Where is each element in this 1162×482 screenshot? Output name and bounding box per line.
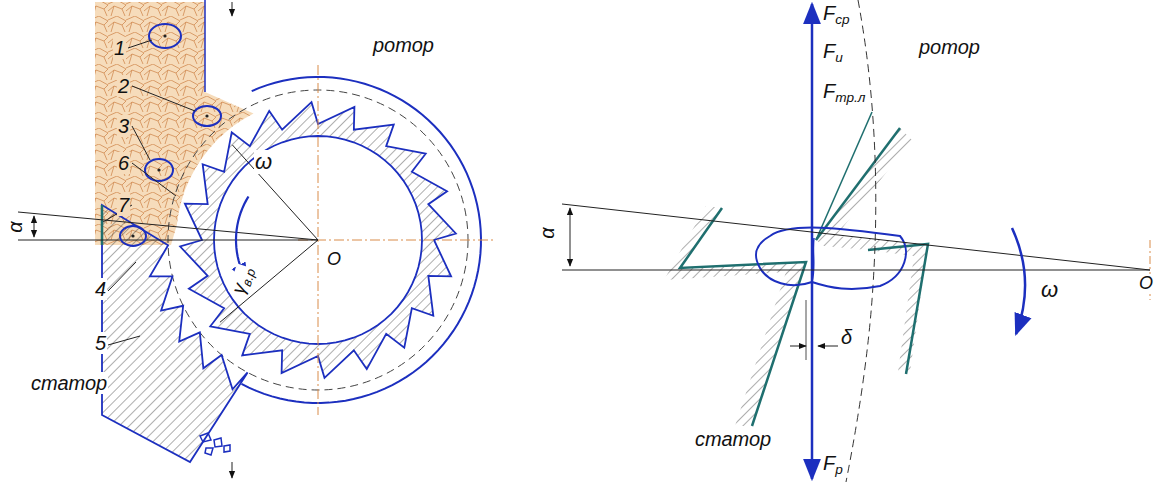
input-arrow bbox=[232, 2, 233, 16]
force-vector bbox=[811, 4, 814, 222]
particle bbox=[149, 24, 181, 48]
force-vector bbox=[811, 222, 814, 479]
callout-number: 2 bbox=[117, 75, 130, 97]
particle-center bbox=[131, 234, 134, 237]
callout-number: 6 bbox=[117, 152, 130, 174]
angle-label: α bbox=[4, 220, 26, 233]
leader-line bbox=[132, 126, 150, 160]
part-name: ротор bbox=[918, 36, 981, 58]
callout-number: 4 bbox=[94, 278, 107, 300]
crushed-fragment bbox=[205, 448, 213, 455]
angle-label: γв.р bbox=[228, 263, 257, 297]
output-arrow bbox=[232, 462, 233, 478]
crushed-fragment bbox=[224, 445, 230, 452]
leader-line bbox=[108, 262, 136, 291]
sector-line bbox=[232, 145, 318, 240]
force-label: Fи bbox=[822, 40, 844, 62]
force-label: Fср bbox=[822, 2, 851, 24]
leader-line bbox=[132, 163, 176, 196]
center-label: О bbox=[1138, 274, 1154, 294]
particle-center bbox=[157, 168, 160, 171]
particle-center bbox=[163, 34, 166, 37]
angle-dimension bbox=[570, 208, 571, 266]
angle-label: α bbox=[536, 226, 558, 239]
callout-number: 5 bbox=[94, 332, 107, 354]
hopper-wall bbox=[204, 0, 206, 92]
left-view bbox=[18, 0, 493, 478]
rotor-circle bbox=[846, 0, 876, 482]
particle bbox=[193, 106, 221, 126]
stator-tooth bbox=[680, 208, 806, 426]
part-name: статор bbox=[30, 372, 108, 394]
force-label: Fтр.л bbox=[822, 80, 866, 102]
part-name: статор bbox=[694, 428, 772, 450]
callout-number: 1 bbox=[113, 37, 126, 59]
stator bbox=[102, 205, 248, 462]
particle bbox=[756, 228, 906, 289]
rotation-arrow bbox=[1012, 228, 1025, 334]
gap-label: δ bbox=[840, 326, 853, 348]
particle bbox=[120, 226, 146, 246]
rotor-tooth bbox=[868, 244, 928, 374]
feed-material bbox=[95, 2, 254, 245]
callout-number: 7 bbox=[117, 194, 130, 216]
crushed-fragment bbox=[200, 433, 211, 442]
crushed-fragment bbox=[214, 438, 222, 447]
rotation-label: ω bbox=[254, 150, 273, 174]
force-label: Fр bbox=[822, 452, 844, 474]
reference-line bbox=[562, 270, 1150, 271]
particle bbox=[145, 159, 173, 181]
center-line bbox=[298, 240, 493, 241]
leader-line bbox=[128, 40, 152, 48]
right-detail bbox=[562, 0, 1150, 482]
stator-edge bbox=[101, 205, 104, 245]
particle-center bbox=[205, 114, 208, 117]
leader-line bbox=[132, 86, 195, 111]
reference-line bbox=[562, 204, 1150, 270]
reference-line bbox=[18, 212, 318, 240]
reference-line bbox=[18, 240, 318, 241]
gap-dimension bbox=[818, 346, 838, 347]
center-label: О bbox=[326, 250, 342, 270]
sector-line bbox=[220, 240, 318, 322]
rotation-label: ω bbox=[1040, 278, 1059, 302]
part-name: ротор bbox=[372, 34, 435, 56]
callout-number: 3 bbox=[117, 115, 130, 137]
angle-dimension bbox=[34, 216, 35, 237]
leader-line bbox=[108, 336, 140, 345]
gap-extension bbox=[806, 300, 807, 360]
stator-hatch bbox=[664, 206, 806, 426]
rotor-edge bbox=[816, 112, 872, 240]
gap-dimension bbox=[790, 346, 806, 347]
